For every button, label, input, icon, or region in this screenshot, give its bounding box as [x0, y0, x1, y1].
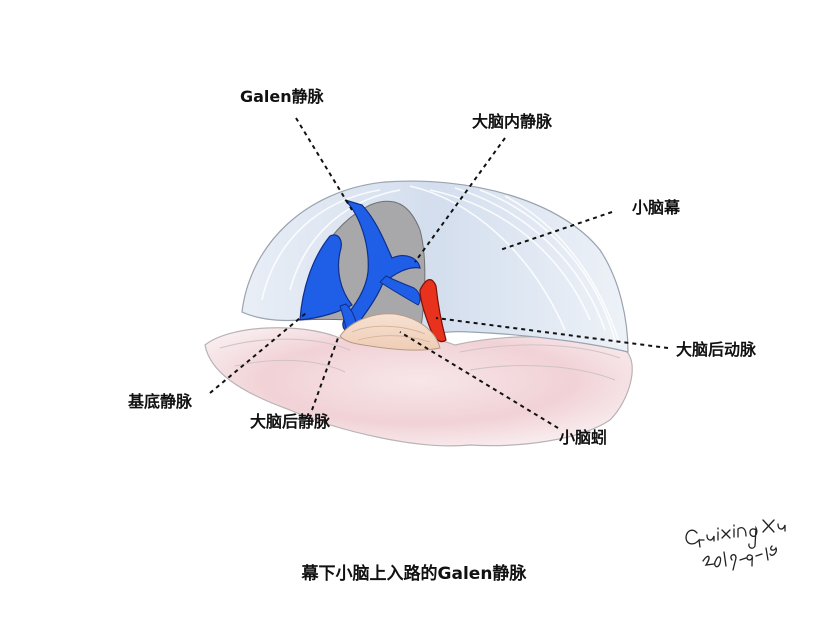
label-galen-vein: Galen静脉 — [240, 87, 324, 106]
vein-complex — [299, 199, 421, 337]
leader-posterior-cerebral-artery — [435, 317, 669, 349]
label-tentorium: 小脑幕 — [632, 198, 681, 217]
leader-tentorium — [499, 211, 613, 251]
leader-lines — [209, 117, 669, 429]
leader-galen-vein — [295, 117, 353, 211]
artist-signature — [685, 519, 786, 571]
vermis-shape — [339, 313, 441, 351]
label-basal-vein: 基底静脉 — [128, 392, 193, 411]
figure-caption: 幕下小脑上入路的Galen静脉 — [301, 564, 527, 584]
leader-internal-cerebral-vein — [414, 137, 506, 263]
label-vermis: 小脑蚓 — [559, 428, 608, 447]
tentorium-fibers — [261, 185, 621, 346]
vermis-folia — [351, 325, 431, 343]
posterior-cerebral-artery-shape — [419, 279, 447, 343]
label-posterior-cerebral-artery: 大脑后动脉 — [676, 340, 757, 359]
leader-basal-vein — [209, 312, 307, 394]
cerebellum-folia — [219, 338, 621, 381]
label-internal-cerebral-vein: 大脑内静脉 — [472, 112, 553, 131]
label-posterior-cerebral-vein: 大脑后静脉 — [250, 412, 331, 431]
leader-vermis — [399, 331, 559, 429]
